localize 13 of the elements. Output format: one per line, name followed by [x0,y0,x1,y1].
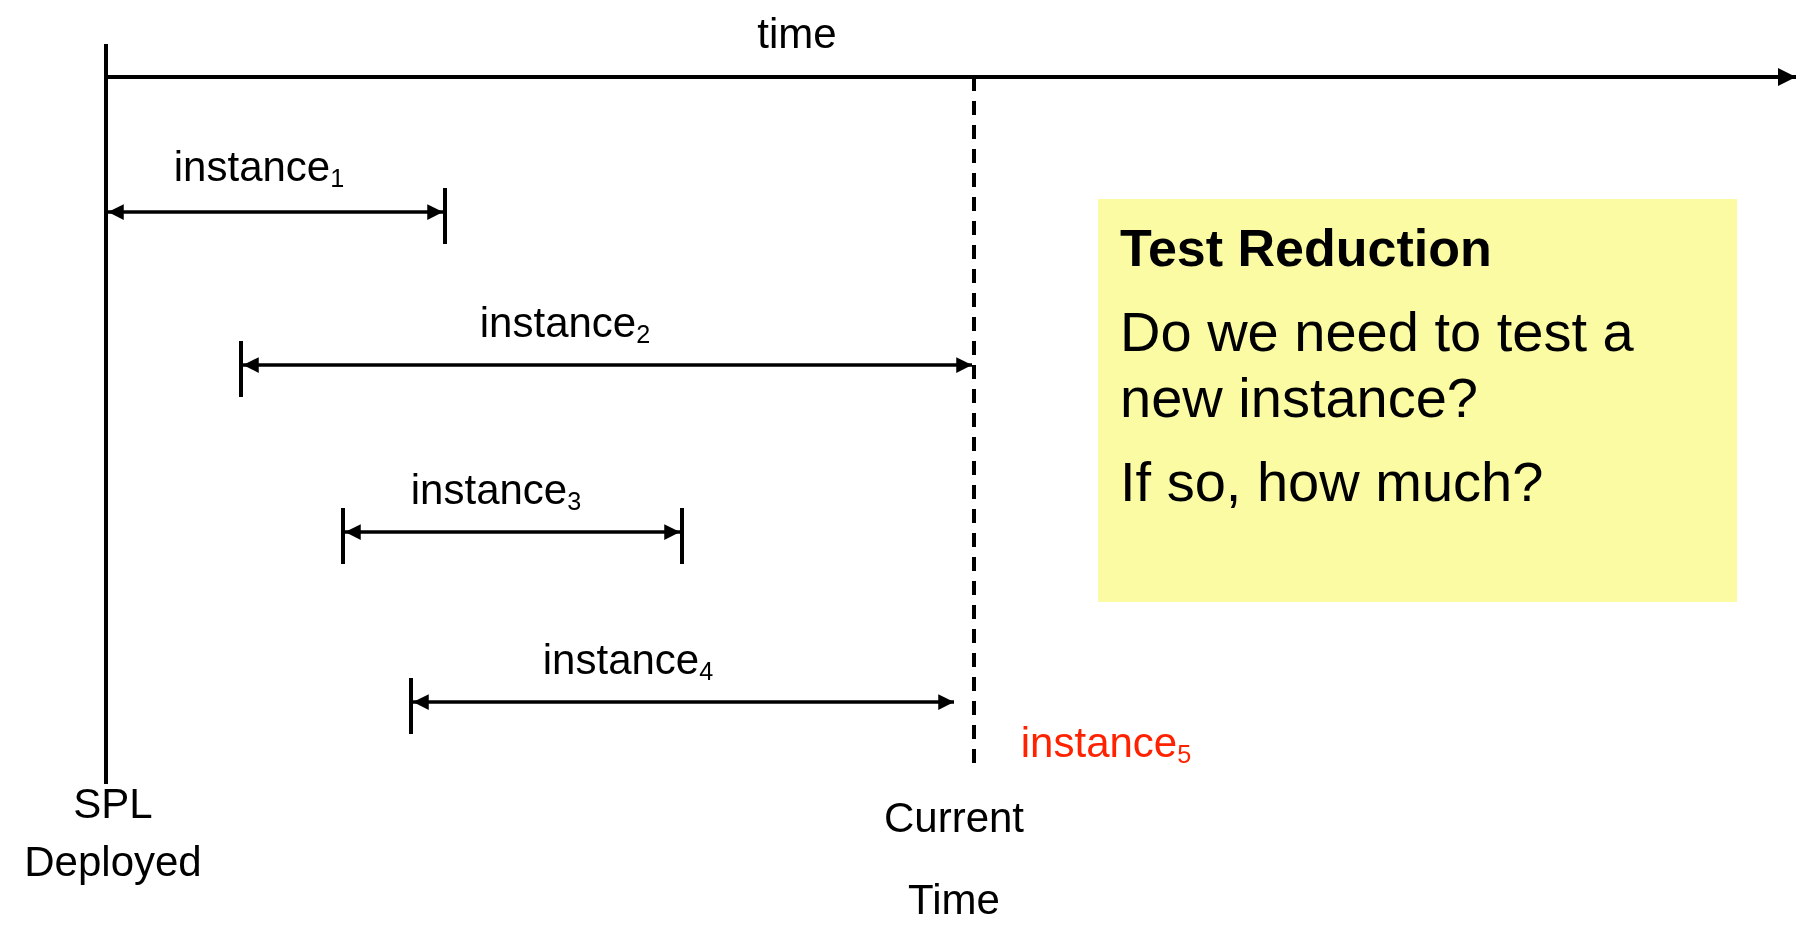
milestone-label: Current [883,794,1025,842]
interval-label: instance$_{5}$ [1020,719,1192,767]
interval-label: instance$_{4}$ [542,636,714,684]
interval-label: instance$_{2}$ [479,299,651,347]
milestone-label: Time [908,876,1000,924]
interval-label: instance$_{1}$ [173,143,345,191]
note-box [1098,199,1737,602]
note-text: If so, how much? [1120,449,1545,515]
interval-label: instance$_{3}$ [410,466,582,514]
note-heading: Test Reduction [1120,218,1493,279]
axis-label: time [757,10,837,58]
note-text: Do we need to test a new instance? [1120,299,1635,431]
milestone-label: SPL Deployed [23,779,203,887]
